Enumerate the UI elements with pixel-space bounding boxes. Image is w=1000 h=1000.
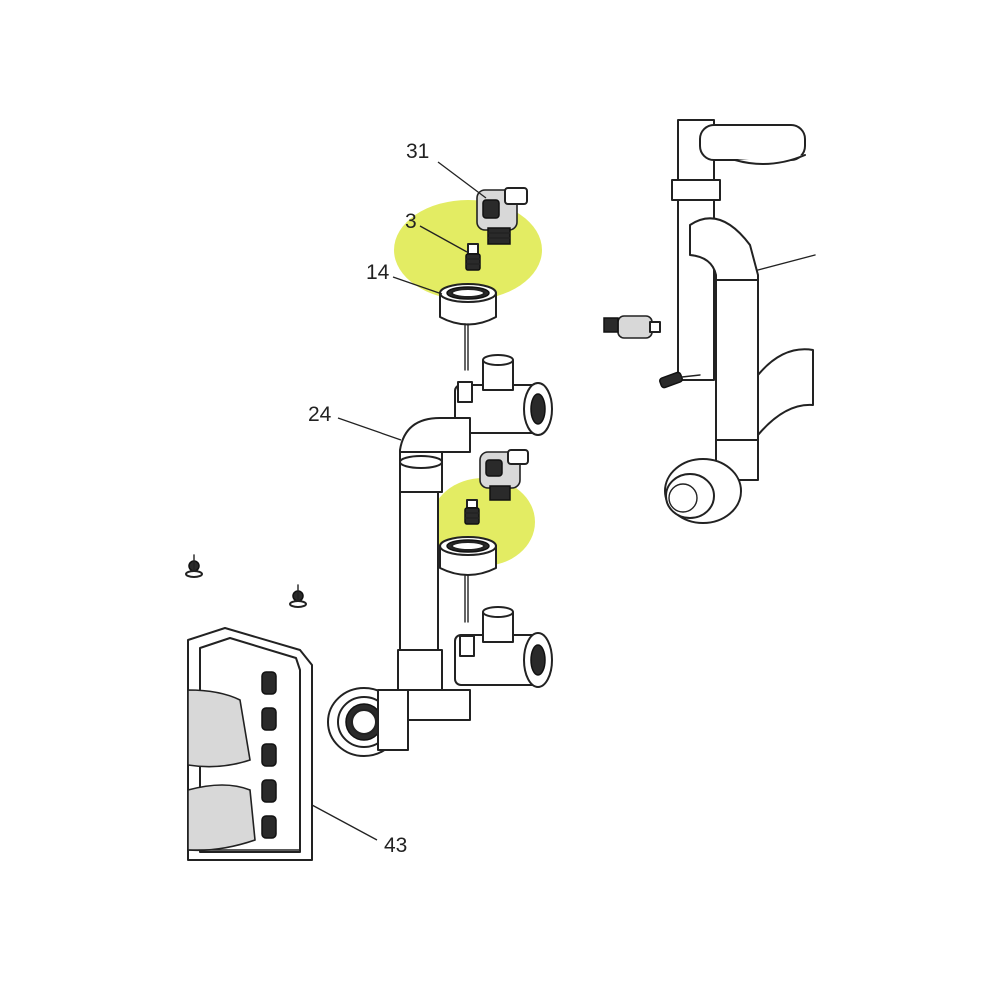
leader-3 xyxy=(419,225,468,253)
callout-43: 43 xyxy=(384,834,407,857)
part-31-valve-lower xyxy=(479,449,529,501)
part-3-sensor-upper xyxy=(465,243,481,271)
callout-31: 31 xyxy=(406,140,429,163)
lower-union-fitting xyxy=(327,687,409,757)
callout-24: 24 xyxy=(308,403,332,426)
part-3-sensor-lower xyxy=(464,499,480,525)
background-pipe-assembly xyxy=(603,119,816,524)
small-valve-right xyxy=(603,315,661,339)
small-sensor-right xyxy=(659,371,701,389)
callout-3: 3 xyxy=(405,210,417,233)
leader-31 xyxy=(437,161,487,199)
leader-24 xyxy=(337,417,402,441)
part-43-housing xyxy=(187,627,313,861)
part-14-collar-upper xyxy=(439,283,497,371)
part-31-valve-upper xyxy=(476,187,528,245)
callout-labels: 31 3 14 24 43 xyxy=(308,140,429,857)
callout-14: 14 xyxy=(366,261,390,284)
lower-tee-manifold xyxy=(399,606,553,721)
leader-lines xyxy=(311,161,487,841)
leader-43 xyxy=(311,804,378,841)
part-14-collar-lower xyxy=(439,536,497,623)
small-fasteners xyxy=(185,554,307,608)
upper-tee-manifold xyxy=(454,354,553,436)
leader-14 xyxy=(392,276,443,295)
part-24-pipe-elbow xyxy=(397,417,471,691)
